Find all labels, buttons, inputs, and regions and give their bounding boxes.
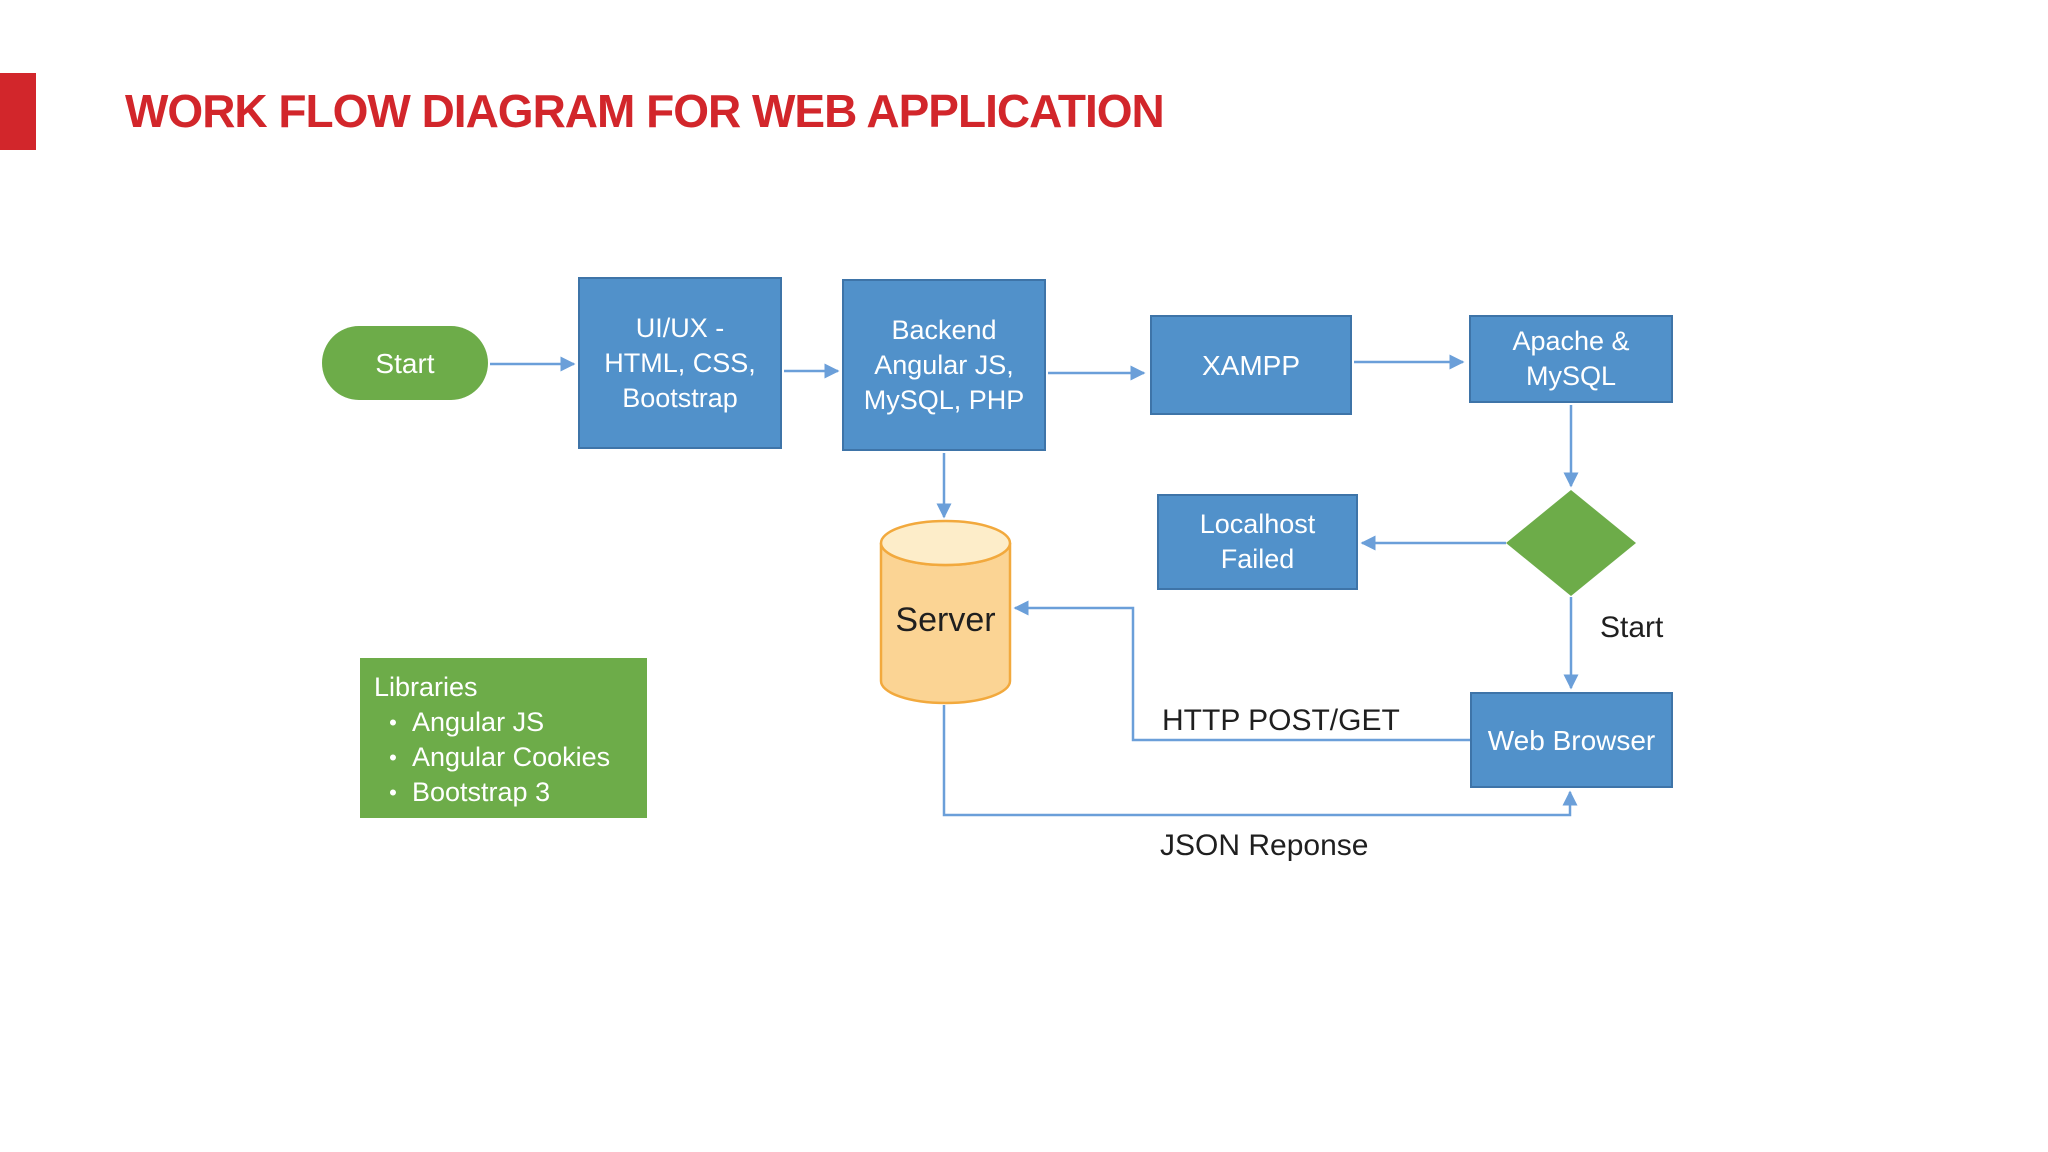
node-web-browser: Web Browser	[1470, 692, 1673, 788]
libraries-item-label: Angular JS	[412, 707, 545, 737]
libraries-item: • Angular JS	[374, 705, 639, 740]
page-title: WORK FLOW DIAGRAM FOR WEB APPLICATION	[125, 85, 1165, 137]
bullet-icon: •	[389, 710, 397, 735]
server-cylinder-lid	[879, 519, 1012, 567]
connector-json-server-to-browser	[942, 705, 1578, 817]
bullet-icon: •	[389, 745, 397, 770]
node-apache-line: Apache &	[1512, 326, 1630, 356]
node-uiux-line: HTML, CSS,	[604, 347, 756, 378]
libraries-header: Libraries	[374, 672, 478, 702]
node-xampp: XAMPP	[1150, 315, 1352, 415]
node-start-label: Start	[375, 347, 435, 379]
node-localhost-failed: Localhost Failed	[1157, 494, 1358, 590]
libraries-item-label: Bootstrap 3	[412, 777, 551, 807]
node-uiux-line: UI/UX -	[635, 312, 725, 343]
server-label: Server	[895, 601, 996, 639]
decision-diamond	[1506, 490, 1636, 596]
node-xampp-label: XAMPP	[1201, 349, 1301, 381]
bullet-icon: •	[389, 780, 397, 805]
node-backend-line: MySQL, PHP	[863, 384, 1025, 415]
node-start: Start	[322, 326, 488, 400]
json-response-label: JSON Reponse	[1160, 829, 1369, 862]
node-backend-line: Backend	[891, 314, 997, 345]
connector-http-browser-to-server	[1013, 600, 1470, 742]
libraries-item-label: Angular Cookies	[412, 742, 611, 772]
node-apache-mysql: Apache & MySQL	[1469, 315, 1673, 403]
libraries-panel: Libraries • Angular JS • Angular Cookies…	[360, 658, 647, 818]
node-uiux: UI/UX - HTML, CSS, Bootstrap	[578, 277, 782, 449]
red-accent-square	[0, 73, 36, 150]
decision-start-label: Start	[1600, 611, 1664, 644]
http-post-get-label: HTTP POST/GET	[1162, 704, 1400, 737]
libraries-item: • Angular Cookies	[374, 740, 639, 775]
node-uiux-line: Bootstrap	[622, 382, 738, 413]
node-backend-line: Angular JS,	[874, 349, 1014, 380]
node-localhost-line: Failed	[1220, 544, 1295, 574]
node-apache-line: MySQL	[1525, 361, 1617, 391]
node-localhost-line: Localhost	[1199, 509, 1316, 539]
node-web-browser-label: Web Browser	[1487, 724, 1656, 756]
libraries-item: • Bootstrap 3	[374, 775, 639, 810]
node-backend: Backend Angular JS, MySQL, PHP	[842, 279, 1046, 451]
